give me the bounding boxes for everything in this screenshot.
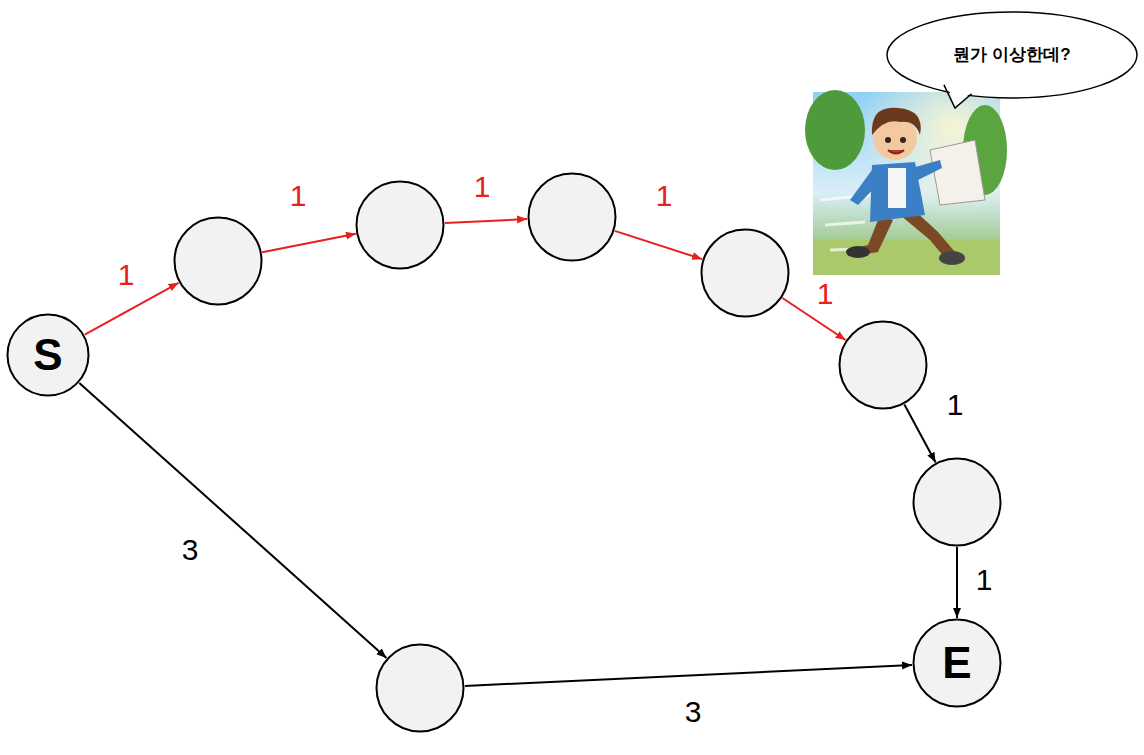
edge-weight: 3 <box>683 695 704 729</box>
graph-node-circle: S <box>6 313 90 397</box>
edge-arrow <box>79 383 386 658</box>
speech-bubble: 뭔가 이상한데? <box>886 11 1138 99</box>
node-circle <box>840 322 927 409</box>
bubble-tail <box>944 85 972 108</box>
edge-arrow <box>904 405 935 463</box>
edge-arrow <box>465 665 912 686</box>
edge-weight: 1 <box>472 170 493 204</box>
arm <box>912 160 942 180</box>
graph-node-circle <box>173 216 263 306</box>
node-circle <box>377 645 464 732</box>
arm <box>850 170 880 205</box>
node-outline <box>355 180 445 270</box>
node-circle <box>175 218 262 305</box>
speech-text: 뭔가 이상한데? <box>953 46 1070 65</box>
shoe <box>939 251 965 265</box>
node-outline <box>173 216 263 306</box>
node-letter: S <box>33 331 62 379</box>
edge-weight: 1 <box>815 277 836 311</box>
graph-node-circle <box>375 643 465 733</box>
graph-node-circle <box>912 457 1002 547</box>
mouth <box>888 150 904 154</box>
edge-weight: 1 <box>116 258 137 292</box>
eye <box>900 137 906 143</box>
edge-weight: 1 <box>974 563 995 597</box>
ground <box>813 240 1000 275</box>
graph-node-circle <box>838 320 928 410</box>
paper <box>930 140 985 205</box>
node-outline <box>912 457 1002 547</box>
node-outline <box>838 320 928 410</box>
node-outline <box>527 172 617 262</box>
graph-node-circle <box>700 228 790 318</box>
hair <box>872 108 921 135</box>
edge-arrow <box>615 231 702 259</box>
node-circle <box>914 620 1001 707</box>
node-circle <box>8 315 89 396</box>
edge-arrow <box>445 219 527 223</box>
edge-weight: 3 <box>180 533 201 567</box>
node-circle <box>914 459 1001 546</box>
edge-arrow <box>262 234 356 253</box>
edge-weight: 1 <box>945 388 966 422</box>
shirt <box>888 168 906 208</box>
bubble-ellipse <box>887 12 1137 98</box>
node-outline <box>700 228 790 318</box>
node-circle <box>357 182 444 269</box>
node-circle <box>529 174 616 261</box>
running-boy-picture <box>805 90 1007 275</box>
edge-weight: 1 <box>288 179 309 213</box>
graph-node-circle <box>527 172 617 262</box>
edge-weight: 1 <box>654 179 675 213</box>
tree <box>805 90 865 170</box>
edge-arrow <box>956 547 958 618</box>
node-outline <box>375 643 465 733</box>
graph-node-circle <box>355 180 445 270</box>
shoe <box>846 246 870 258</box>
graph-node-circle: E <box>912 618 1002 708</box>
node-circle <box>702 230 789 317</box>
node-letter: E <box>942 639 971 687</box>
eye <box>885 137 891 143</box>
